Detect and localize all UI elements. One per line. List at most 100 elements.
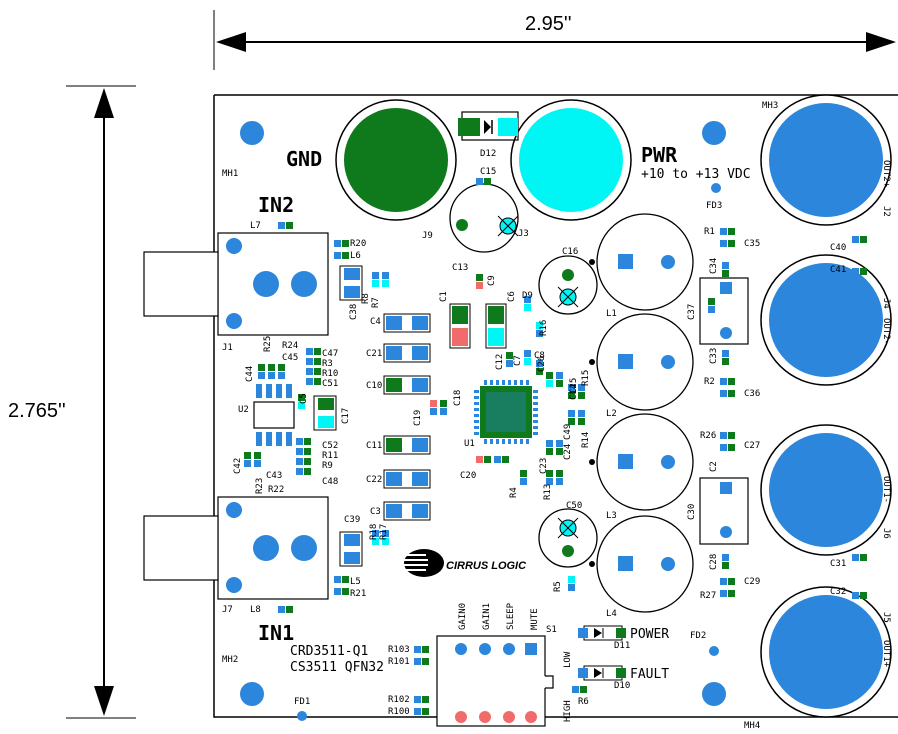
refdes-r16: R16 xyxy=(539,320,549,336)
pad xyxy=(334,240,341,247)
out2p-label: OUT2+ xyxy=(881,160,891,188)
pad xyxy=(852,236,859,243)
pad xyxy=(720,578,727,585)
pad xyxy=(546,448,553,455)
gnd-jack xyxy=(335,99,457,221)
refdes-r21: R21 xyxy=(350,589,366,599)
d12-diode xyxy=(458,111,519,141)
pad xyxy=(382,272,389,279)
led-d10 xyxy=(578,665,626,681)
pad xyxy=(852,554,859,561)
refdes-c24: C24 xyxy=(563,444,573,460)
fault-led-label: FAULT xyxy=(630,667,669,682)
refdes-j3: J3 xyxy=(518,229,529,239)
u1-chip xyxy=(480,386,532,438)
pad xyxy=(484,456,491,463)
pad xyxy=(720,240,727,247)
pad xyxy=(296,468,303,475)
in2-jack xyxy=(143,232,329,336)
refdes-r13: R13 xyxy=(543,484,553,500)
pad xyxy=(572,686,579,693)
u1-pin xyxy=(526,439,529,444)
u1-pin xyxy=(502,380,505,385)
refdes-r18: R18 xyxy=(369,524,379,540)
pad xyxy=(722,554,729,561)
pad xyxy=(520,470,527,477)
u1-pin xyxy=(502,439,505,444)
output-caps xyxy=(699,277,749,545)
switch-high-label: HIGH xyxy=(563,700,573,722)
pad xyxy=(306,358,313,365)
pad xyxy=(278,606,285,613)
pad xyxy=(440,408,447,415)
pad xyxy=(720,444,727,451)
refdes-r7: R7 xyxy=(371,297,381,308)
u1-pin xyxy=(474,414,479,417)
u2-chip xyxy=(253,384,295,446)
refdes-c39: C39 xyxy=(344,515,360,525)
refdes-mh1: MH1 xyxy=(222,169,238,179)
pad xyxy=(244,452,251,459)
in2-label: IN2 xyxy=(258,193,294,217)
refdes-c36: C36 xyxy=(744,389,760,399)
pad xyxy=(286,606,293,613)
refdes-c40: C40 xyxy=(830,243,846,253)
pad xyxy=(422,696,429,703)
refdes-c12: C12 xyxy=(495,354,505,370)
pad xyxy=(372,272,379,279)
pad xyxy=(728,228,735,235)
pad xyxy=(546,372,553,379)
u1-pin xyxy=(474,408,479,411)
pad xyxy=(372,530,379,537)
pad xyxy=(860,236,867,243)
refdes-c22: C22 xyxy=(366,475,382,485)
pad xyxy=(860,592,867,599)
switch-label-sleep: SLEEP xyxy=(506,602,516,630)
refdes-c14: C14 xyxy=(569,384,579,400)
pad xyxy=(372,280,379,287)
refdes-c43: C43 xyxy=(266,471,282,481)
refdes-l3: L3 xyxy=(606,511,617,521)
pad xyxy=(556,372,563,379)
refdes-r15: R15 xyxy=(581,370,591,386)
refdes-c42: C42 xyxy=(233,458,243,474)
pad xyxy=(536,360,543,367)
u1-pin xyxy=(514,439,517,444)
refdes-r22: R22 xyxy=(268,485,284,495)
u1-pin xyxy=(508,439,511,444)
pad xyxy=(556,470,563,477)
board-title-2: CS3511 QFN32 xyxy=(290,660,384,675)
pad xyxy=(722,562,729,569)
pad xyxy=(506,352,513,359)
refdes-c10: C10 xyxy=(366,381,382,391)
pad xyxy=(430,408,437,415)
refdes-c4: C4 xyxy=(370,317,381,327)
pad xyxy=(314,348,321,355)
power-led-label: POWER xyxy=(630,627,669,642)
logo-text: CIRRUS LOGIC xyxy=(446,560,527,572)
refdes-c30: C30 xyxy=(687,504,697,520)
u1-pin xyxy=(490,380,493,385)
in1-jack xyxy=(143,496,329,600)
small-components xyxy=(244,178,867,715)
refdes-c26: C26 xyxy=(537,356,547,372)
refdes-j9: J9 xyxy=(422,231,433,241)
pad xyxy=(414,658,421,665)
refdes-r100: R100 xyxy=(388,707,410,717)
refdes-r103: R103 xyxy=(388,645,410,655)
led-d11 xyxy=(578,625,626,641)
pad xyxy=(728,432,735,439)
refdes-j5: J5 xyxy=(881,612,891,623)
refdes-c5: C5 xyxy=(299,393,309,404)
width-dimension: 2.95'' xyxy=(213,10,896,70)
pad xyxy=(578,410,585,417)
pad xyxy=(502,456,509,463)
refdes-c38: C38 xyxy=(349,304,359,320)
refdes-l7: L7 xyxy=(250,221,261,231)
pad xyxy=(258,372,265,379)
pad xyxy=(422,658,429,665)
pad xyxy=(278,222,285,229)
switch-label-mute: MUTE xyxy=(530,608,540,630)
pad xyxy=(860,268,867,275)
